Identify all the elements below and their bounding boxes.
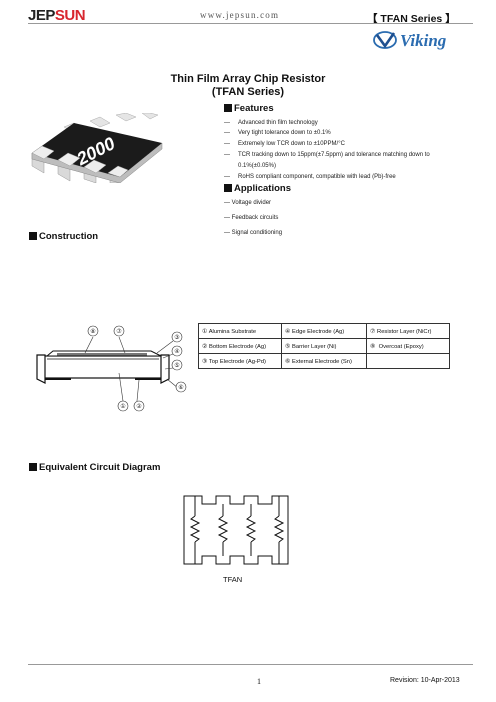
resistor-1 [189, 496, 201, 564]
cell-text: Overcoat (Epoxy) [378, 343, 424, 350]
feature-item: — Very tight tolerance down to ±0.1% [224, 130, 331, 136]
label-external-electrode: ⑥ [178, 384, 183, 391]
cell-number: ③ [202, 358, 208, 365]
circuit-label: TFAN [223, 575, 243, 584]
label-bottom-electrode: ② [136, 403, 142, 410]
feature-text: RoHS compliant component, compatible wit… [238, 174, 396, 180]
applications-heading: Applications [224, 183, 291, 194]
application-text: Signal conditioning [231, 230, 283, 236]
features-heading: Features [224, 103, 274, 114]
construction-cross-section: ⑧ ⑦ ③ ④ ⑤ ⑥ ① ② [36, 325, 187, 412]
logo-text-sun: SUN [54, 7, 86, 24]
jepsun-logo: JEPSUN [28, 7, 86, 24]
construction-heading: Construction [29, 231, 98, 242]
website-url[interactable]: www.jepsun.com [200, 10, 280, 20]
feature-text: Extremely low TCR down to ±10PPM/°C [238, 141, 345, 147]
resistor-2 [217, 504, 229, 556]
table-row: ③ Top Electrode (Ag-Pd) ⑥ External Elect… [198, 353, 450, 369]
square-bullet-icon [224, 104, 232, 112]
features-heading-text: Features [234, 103, 274, 114]
chip-resistor-image: 2000 [31, 113, 163, 183]
dash-bullet: — [224, 141, 230, 147]
cell-text: Barrier Layer (Ni) [292, 343, 337, 350]
table-cell: ⑥ External Electrode (Sn) [281, 353, 367, 369]
table-cell: ⑧ Overcoat (Epoxy) [366, 338, 450, 354]
resistor-4 [273, 496, 285, 564]
table-cell: ④ Edge Electrode (Ag) [281, 323, 367, 339]
page-number: 1 [257, 677, 261, 686]
construction-legend-table: ① Alumina Substrate ④ Edge Electrode (Ag… [198, 323, 450, 369]
square-bullet-icon [224, 184, 232, 192]
cell-number: ⑧ [370, 343, 376, 350]
feature-text: 0.1%(±0.05%) [238, 163, 276, 169]
dash-bullet: — [224, 130, 230, 136]
feature-text: Very tight tolerance down to ±0.1% [238, 130, 331, 136]
revision-date: Revision: 10-Apr-2013 [390, 677, 460, 684]
cell-number: ④ [285, 328, 291, 335]
table-cell: ③ Top Electrode (Ag-Pd) [198, 353, 282, 369]
cell-number: ⑤ [285, 343, 291, 350]
equivalent-circuit-diagram [183, 495, 289, 565]
dash-bullet: — [224, 174, 230, 180]
application-item: — Signal conditioning [224, 230, 282, 236]
feature-item: — Extremely low TCR down to ±10PPM/°C [224, 141, 345, 147]
application-text: Feedback circuits [231, 215, 279, 221]
cell-text: Bottom Electrode (Ag) [209, 343, 267, 350]
logo-text-jep: JEP [28, 7, 55, 24]
dash-bullet: — [224, 230, 230, 236]
cell-text: Resistor Layer (NiCr) [377, 328, 432, 335]
header-rule [28, 23, 473, 24]
cell-text: Top Electrode (Ag-Pd) [208, 358, 266, 365]
resistor-3 [245, 504, 257, 556]
feature-item: — TCR tracking down to 15ppm(±7.5ppm) and… [224, 152, 430, 158]
cell-number: ② [202, 343, 208, 350]
series-tag: 【 TFAN Series 】 [367, 13, 456, 25]
label-edge-electrode: ④ [174, 348, 179, 355]
application-item: — Feedback circuits [224, 215, 278, 221]
label-top-electrode: ③ [174, 334, 179, 341]
dash-bullet: — [224, 120, 230, 126]
label-substrate: ① [120, 403, 125, 410]
viking-logo: Viking [373, 31, 447, 50]
dash-bullet: — [224, 215, 230, 221]
viking-logo-text: Viking [400, 31, 447, 50]
table-cell [366, 353, 450, 369]
document-subtitle: (TFAN Series) [0, 86, 496, 98]
title-line-1: Thin Film Array Chip Resistor [170, 73, 326, 85]
table-row: ② Bottom Electrode (Ag) ⑤ Barrier Layer … [198, 338, 450, 354]
cell-text: Alumina Substrate [208, 328, 257, 335]
dash-bullet: — [224, 200, 230, 206]
feature-text: Advanced thin film technology [238, 120, 318, 126]
footer-rule [28, 664, 473, 665]
application-item: — Voltage divider [224, 200, 271, 206]
label-barrier-layer: ⑤ [174, 362, 179, 369]
square-bullet-icon [29, 232, 37, 240]
table-cell: ⑦ Resistor Layer (NiCr) [366, 323, 450, 339]
dash-bullet: — [224, 152, 230, 158]
feature-item: — RoHS compliant component, compatible wi… [224, 174, 396, 180]
cell-text: Edge Electrode (Ag) [292, 328, 345, 335]
table-cell: ① Alumina Substrate [198, 323, 282, 339]
cell-text: External Electrode (Sn) [292, 358, 352, 365]
table-cell: ② Bottom Electrode (Ag) [198, 338, 282, 354]
application-text: Voltage divider [231, 200, 272, 206]
circuit-heading: Equivalent Circuit Diagram [29, 462, 160, 473]
square-bullet-icon [29, 463, 37, 471]
feature-text: TCR tracking down to 15ppm(±7.5ppm) and … [238, 152, 430, 158]
circuit-heading-text: Equivalent Circuit Diagram [39, 462, 161, 473]
cell-number: ⑥ [285, 358, 291, 365]
feature-item: — Advanced thin film technology [224, 120, 318, 126]
cell-number: ⑦ [370, 328, 376, 335]
applications-heading-text: Applications [234, 183, 292, 194]
cell-number: ① [202, 328, 208, 335]
label-overcoat: ⑧ [90, 328, 95, 335]
title-line-2: (TFAN Series) [211, 86, 285, 98]
construction-heading-text: Construction [39, 231, 99, 242]
table-row: ① Alumina Substrate ④ Edge Electrode (Ag… [198, 323, 450, 339]
document-title: Thin Film Array Chip Resistor [0, 73, 496, 85]
feature-item-continued: 0.1%(±0.05%) [238, 163, 276, 169]
table-cell: ⑤ Barrier Layer (Ni) [281, 338, 367, 354]
label-resistor-layer: ⑦ [116, 328, 122, 335]
